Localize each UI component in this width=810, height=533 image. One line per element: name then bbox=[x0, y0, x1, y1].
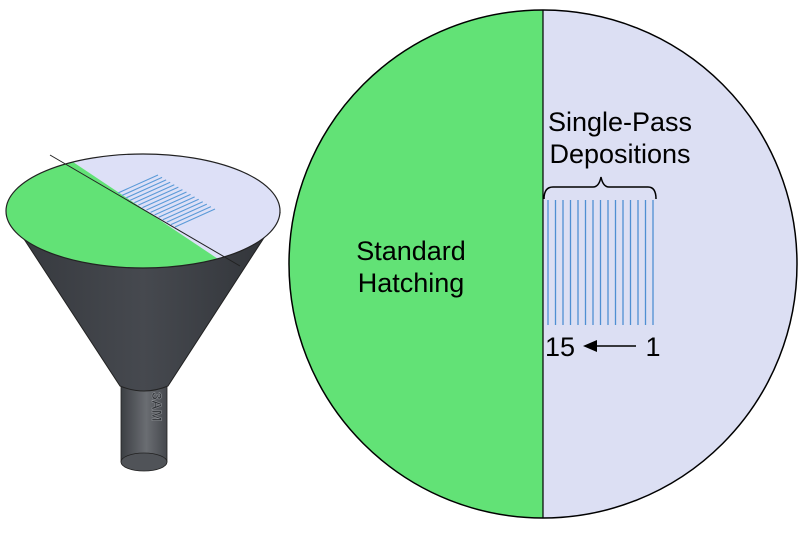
preview-deposition-line bbox=[166, 203, 208, 223]
single-pass-region bbox=[543, 10, 797, 518]
preview-deposition-line bbox=[150, 193, 191, 213]
single-pass-depositions-preview bbox=[117, 174, 216, 228]
preview-deposition-line bbox=[162, 201, 204, 221]
single-pass-deposition-lines bbox=[547, 200, 654, 325]
deposition-brace bbox=[543, 176, 657, 200]
label-line-hatching: Hatching bbox=[357, 268, 465, 298]
preview-deposition-line bbox=[138, 186, 179, 206]
preview-deposition-line bbox=[129, 181, 171, 201]
range-start-label: 15 bbox=[544, 332, 576, 362]
preview-deposition-line bbox=[146, 191, 187, 211]
standard-hatching-region bbox=[6, 154, 242, 268]
preview-deposition-line bbox=[125, 179, 167, 199]
preview-deposition-line bbox=[134, 184, 175, 204]
preview-deposition-line bbox=[174, 208, 216, 228]
preview-deposition-line bbox=[117, 174, 159, 194]
preview-deposition-line bbox=[158, 198, 199, 218]
hatch-boundary-line bbox=[49, 154, 241, 267]
funnel-top-surface bbox=[6, 154, 280, 268]
preview-deposition-line bbox=[154, 196, 195, 216]
preview-deposition-line bbox=[121, 176, 163, 196]
standard-hatching-label: Standard Hatching bbox=[336, 235, 486, 299]
preview-deposition-line bbox=[142, 189, 183, 209]
emboss-text: 3AM bbox=[149, 392, 165, 422]
range-end-label: 1 bbox=[645, 332, 661, 362]
single-pass-depositions-label: Single-Pass Depositions bbox=[520, 106, 720, 170]
label-line-depositions: Depositions bbox=[549, 139, 691, 169]
detail-circle-outline bbox=[288, 9, 798, 519]
label-line-standard: Standard bbox=[356, 236, 466, 266]
funnel-stem bbox=[120, 377, 168, 472]
label-line-single-pass: Single-Pass bbox=[547, 107, 693, 137]
left-arrow-icon bbox=[583, 340, 636, 352]
preview-deposition-line bbox=[170, 206, 212, 226]
funnel-model: 3AM bbox=[5, 153, 281, 472]
